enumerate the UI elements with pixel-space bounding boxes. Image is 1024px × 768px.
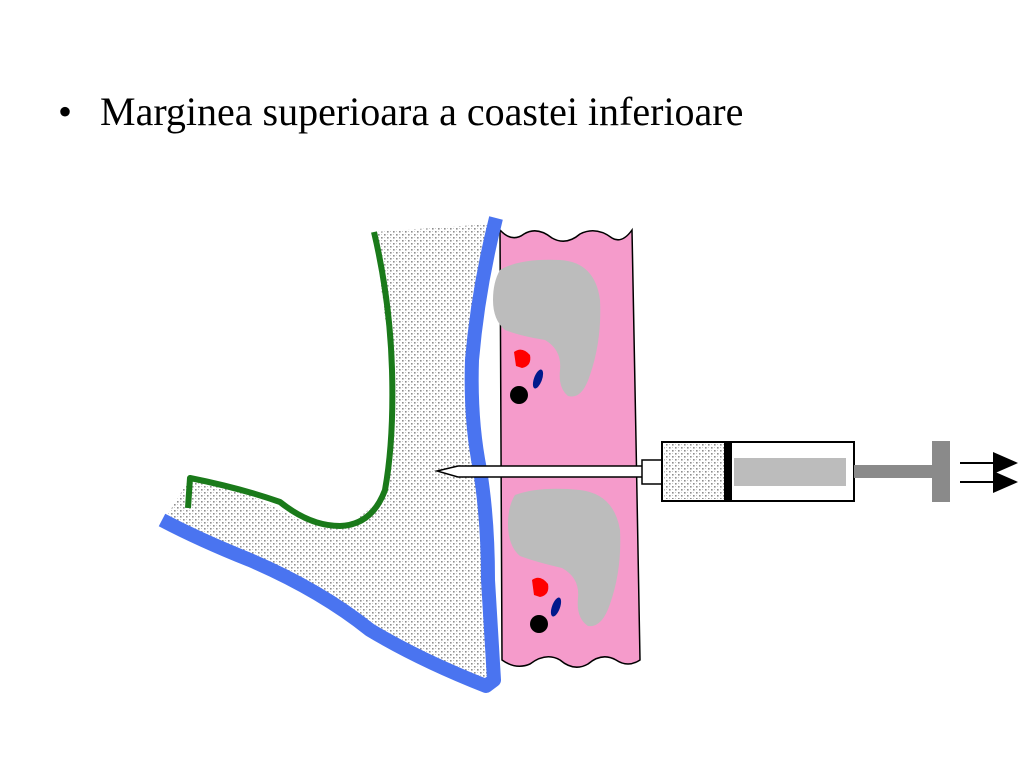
plunger-rod (854, 465, 934, 478)
upper-vein (532, 369, 544, 389)
aspirated-fluid (664, 444, 724, 499)
syringe-fill (734, 458, 846, 486)
plunger-handle (932, 441, 950, 502)
parietal-pleura (158, 216, 503, 693)
lower-rib (508, 488, 621, 627)
lower-vein (550, 597, 562, 617)
needle (434, 465, 645, 478)
upper-artery (514, 349, 531, 368)
double-right-arrow-icon (960, 452, 1018, 493)
upper-rib (493, 259, 601, 397)
bullet-item: • Marginea superioara a coastei inferioar… (58, 84, 743, 140)
bullet-icon: • (58, 89, 73, 134)
needle-hub (641, 459, 663, 485)
visceral-pleura (185, 231, 396, 529)
syringe-stopper (724, 443, 732, 500)
upper-nerve (510, 386, 528, 404)
pleural-fluid (163, 224, 493, 682)
bullet-text: Marginea superioara a coastei inferioare (100, 89, 744, 134)
lower-nerve (530, 615, 548, 633)
lower-artery (532, 577, 549, 597)
